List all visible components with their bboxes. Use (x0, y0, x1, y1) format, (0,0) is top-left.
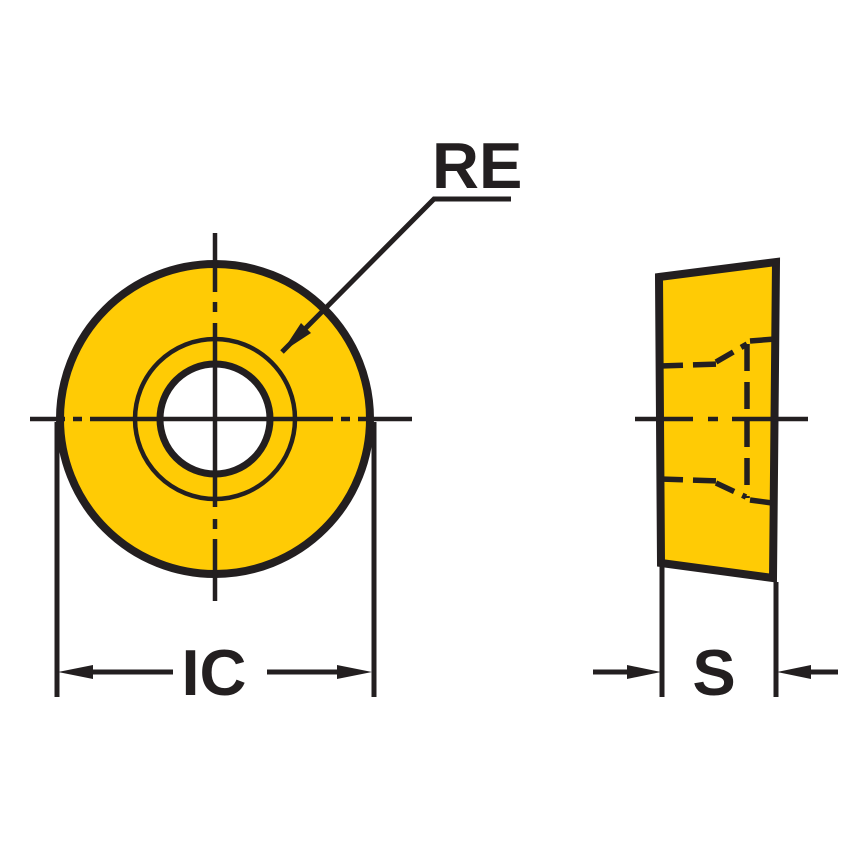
s-arrowhead-right-icon (777, 665, 811, 679)
hidden-line-upper-left (659, 361, 719, 369)
ic-arrowhead-left-icon (58, 665, 93, 679)
ic-label: IC (182, 636, 247, 709)
re-label: RE (432, 129, 522, 202)
re-leader-line (280, 196, 511, 354)
re-leader-arrowhead-icon (282, 323, 311, 352)
hidden-line-upper-right (749, 336, 776, 344)
re-callout: RE (280, 129, 522, 354)
hidden-line-lower-right (749, 497, 773, 506)
front-view (30, 233, 412, 601)
ic-dimension: IC (54, 422, 377, 709)
hidden-line-lower-left (659, 476, 719, 484)
hidden-line-upper-diagonal (714, 341, 749, 365)
s-label: S (692, 636, 735, 709)
ic-arrowhead-right-icon (337, 665, 372, 679)
s-dimension: S (593, 566, 838, 709)
side-view (635, 257, 808, 583)
s-arrowhead-left-icon (627, 665, 661, 679)
hidden-line-lower-diagonal (714, 480, 748, 500)
